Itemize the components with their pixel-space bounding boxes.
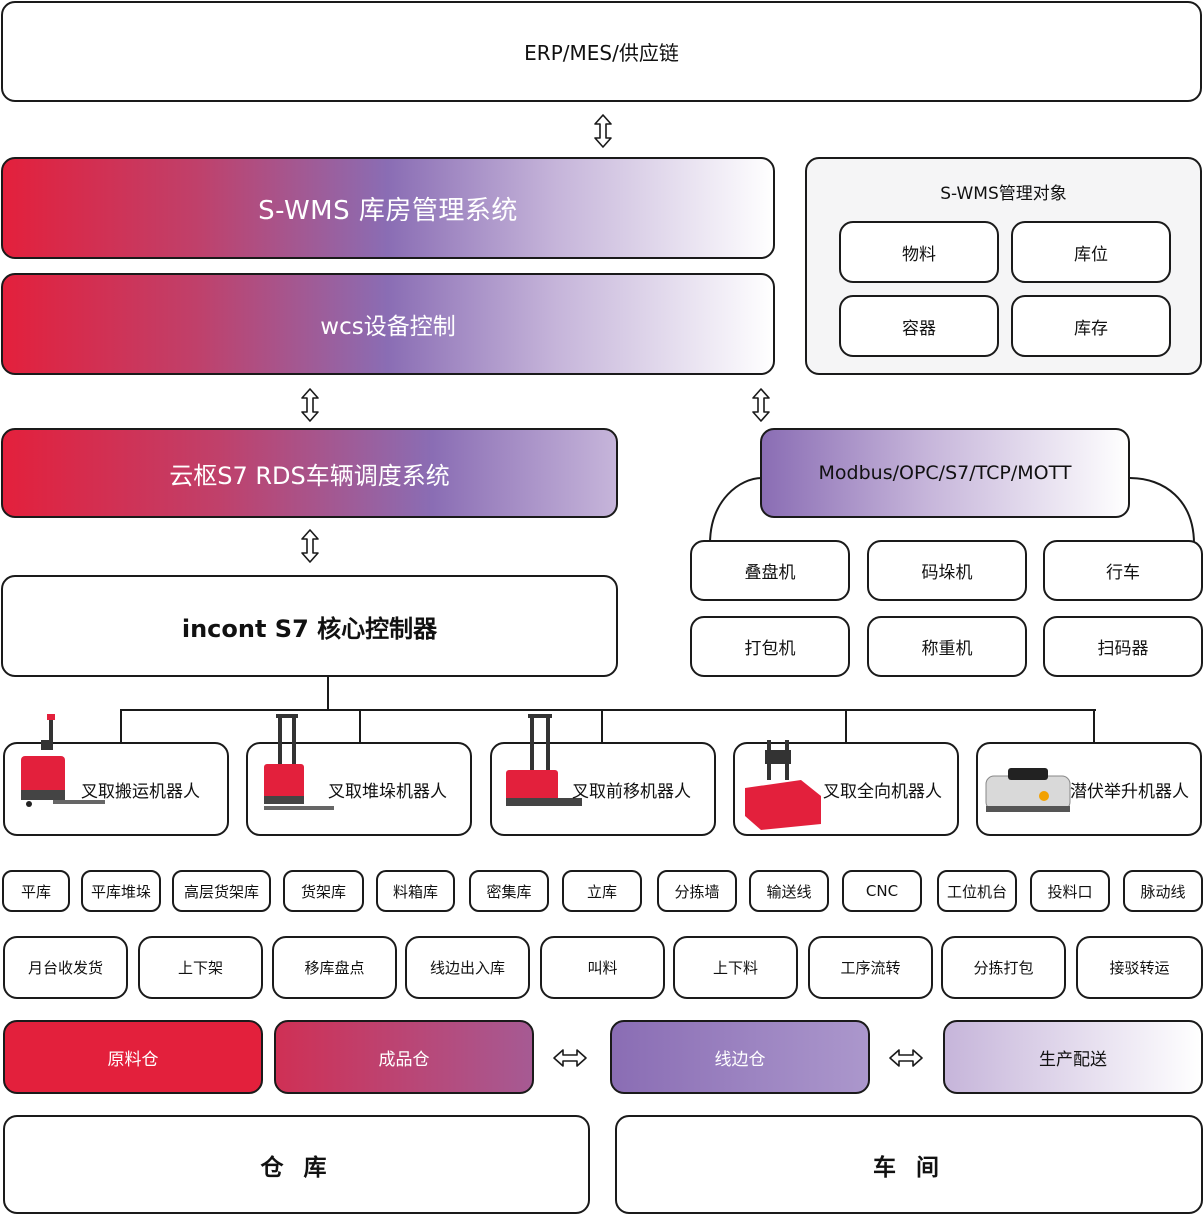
double-arrow-icon (301, 388, 319, 422)
protocol-label: Modbus/OPC/S7/TCP/MOTT (818, 462, 1072, 484)
tree-drop (1093, 709, 1095, 743)
finished-goods-warehouse: 成品仓 (274, 1020, 534, 1094)
scene-tag: 输送线 (749, 870, 829, 912)
forklift-robot-icon (506, 714, 582, 806)
rds-layer: 云枢S7 RDS车辆调度系统 (1, 428, 618, 518)
swms-label: S-WMS 库房管理系统 (258, 195, 518, 226)
scene-tag: 立库 (562, 870, 642, 912)
operation-tag: 叫料 (540, 936, 665, 999)
scene-tag: CNC (842, 870, 922, 912)
device-packer: 打包机 (690, 616, 850, 677)
robot-card-fork-stacking: 叉取堆垛机器人 (246, 714, 472, 836)
warehouse-label: 仓 库 (260, 1154, 333, 1181)
device-stacker: 叠盘机 (690, 540, 850, 601)
controller-label: incont S7 核心控制器 (181, 614, 438, 643)
scene-tag: 分拣墙 (657, 870, 737, 912)
tree-drop (601, 709, 603, 743)
scene-tag: 高层货架库 (172, 870, 271, 912)
horizontal-double-arrow-icon (553, 1049, 587, 1067)
tree-drop (845, 709, 847, 743)
warehouse-zone: 仓 库 (3, 1115, 590, 1214)
forklift-robot-icon (21, 714, 105, 807)
forklift-robot-icon (745, 740, 821, 830)
scene-tag: 货架库 (283, 870, 364, 912)
scene-tag: 料箱库 (376, 870, 455, 912)
tree-drop (359, 709, 361, 743)
operation-tag: 上下架 (138, 936, 263, 999)
scene-tag: 投料口 (1030, 870, 1110, 912)
object-material: 物料 (839, 221, 999, 283)
horizontal-double-arrow-icon (889, 1049, 923, 1067)
wcs-label: wcs设备控制 (320, 314, 456, 340)
protocol-box: Modbus/OPC/S7/TCP/MOTT (760, 428, 1130, 518)
double-arrow-icon (301, 529, 319, 563)
device-crane: 行车 (1043, 540, 1203, 601)
raw-material-warehouse: 原料仓 (3, 1020, 263, 1094)
objects-panel-title: S-WMS管理对象 (940, 184, 1067, 204)
robot-label: 叉取堆垛机器人 (328, 781, 447, 802)
workshop-label: 车 间 (872, 1154, 945, 1181)
jacking-robot-icon (985, 768, 1071, 812)
robot-label: 潜伏举升机器人 (1070, 781, 1189, 802)
operation-tag: 上下料 (673, 936, 798, 999)
line-side-warehouse: 线边仓 (610, 1020, 870, 1094)
protocol-connector (709, 477, 1195, 545)
scene-tag: 工位机台 (937, 870, 1017, 912)
workshop-zone: 车 间 (615, 1115, 1203, 1214)
double-arrow-icon (752, 388, 770, 422)
object-location: 库位 (1011, 221, 1171, 283)
device-weigher: 称重机 (867, 616, 1027, 677)
tree-branch (120, 709, 1096, 711)
device-palletizer: 码垛机 (867, 540, 1027, 601)
rds-label: 云枢S7 RDS车辆调度系统 (169, 461, 450, 490)
tree-trunk (327, 677, 329, 710)
robot-label: 叉取搬运机器人 (81, 781, 200, 802)
robot-card-fork-omni: 叉取全向机器人 (733, 740, 959, 836)
robot-card-fork-reach: 叉取前移机器人 (490, 714, 716, 836)
operation-tag: 分拣打包 (941, 936, 1066, 999)
swms-layer: S-WMS 库房管理系统 (1, 157, 775, 259)
robot-card-jacking: 潜伏举升机器人 (976, 742, 1202, 836)
operation-tag: 工序流转 (808, 936, 933, 999)
tree-drop (120, 709, 122, 743)
device-scanner: 扫码器 (1043, 616, 1203, 677)
erp-label: ERP/MES/供应链 (524, 41, 679, 65)
erp-box: ERP/MES/供应链 (1, 1, 1202, 102)
core-controller: incont S7 核心控制器 (1, 575, 618, 677)
scene-tag: 密集库 (469, 870, 549, 912)
object-inventory: 库存 (1011, 295, 1171, 357)
operation-tag: 月台收发货 (3, 936, 128, 999)
robot-label: 叉取前移机器人 (572, 781, 691, 802)
forklift-robot-icon (264, 714, 334, 810)
robot-label: 叉取全向机器人 (823, 781, 942, 802)
operation-tag: 线边出入库 (405, 936, 530, 999)
operation-tag: 移库盘点 (272, 936, 397, 999)
scene-tag: 脉动线 (1123, 870, 1203, 912)
scene-tag: 平库堆垛 (81, 870, 161, 912)
production-delivery: 生产配送 (943, 1020, 1203, 1094)
operation-tag: 接驳转运 (1076, 936, 1203, 999)
robot-card-fork-transport: 叉取搬运机器人 (3, 714, 229, 836)
scene-tag: 平库 (2, 870, 70, 912)
object-container: 容器 (839, 295, 999, 357)
double-arrow-icon (594, 114, 612, 148)
wcs-layer: wcs设备控制 (1, 273, 775, 375)
